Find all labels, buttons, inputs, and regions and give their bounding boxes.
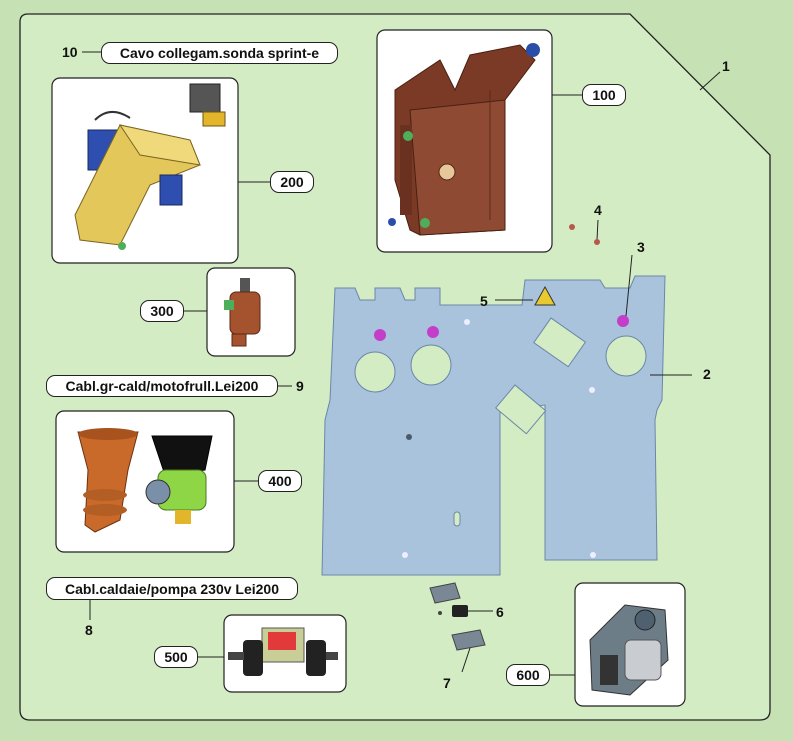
group-label-300: 300 [140, 300, 184, 322]
leader-4 [596, 219, 599, 241]
callout-2: 2 [703, 366, 711, 382]
gear-motor [589, 604, 669, 696]
frame-assembly [388, 43, 540, 236]
group-label-400: 400 [258, 470, 302, 492]
valve-component [224, 278, 261, 347]
callout-3: 3 [637, 239, 645, 255]
back-plate [321, 275, 666, 576]
caption-9: Cabl.gr-cald/motofrull.Lei200 [46, 375, 278, 397]
callout-1: 1 [722, 58, 730, 74]
leader-1 [699, 71, 721, 91]
callout-5: 5 [480, 293, 488, 309]
callout-4: 4 [594, 202, 602, 218]
boiler-assembly [74, 83, 226, 250]
callout-10: 10 [62, 44, 78, 60]
screw-4b [594, 239, 600, 245]
callout-7: 7 [443, 675, 451, 691]
callout-8: 8 [85, 622, 93, 638]
callout-6: 6 [496, 604, 504, 620]
caption-10: Cavo collegam.sonda sprint-e [101, 42, 338, 64]
group-label-200: 200 [270, 171, 314, 193]
leader-3 [625, 254, 633, 317]
bracket-parts [429, 582, 486, 651]
group-label-100: 100 [582, 84, 626, 106]
group-label-600: 600 [506, 664, 550, 686]
callout-9: 9 [296, 378, 304, 394]
group-label-500: 500 [154, 646, 198, 668]
pump-assembly [77, 428, 213, 533]
screw-4a [569, 224, 575, 230]
caption-8: Cabl.caldaie/pompa 230v Lei200 [46, 577, 298, 600]
warning-sticker-icon [534, 285, 556, 306]
solenoid-valve [228, 627, 338, 676]
leader-7 [461, 647, 471, 673]
